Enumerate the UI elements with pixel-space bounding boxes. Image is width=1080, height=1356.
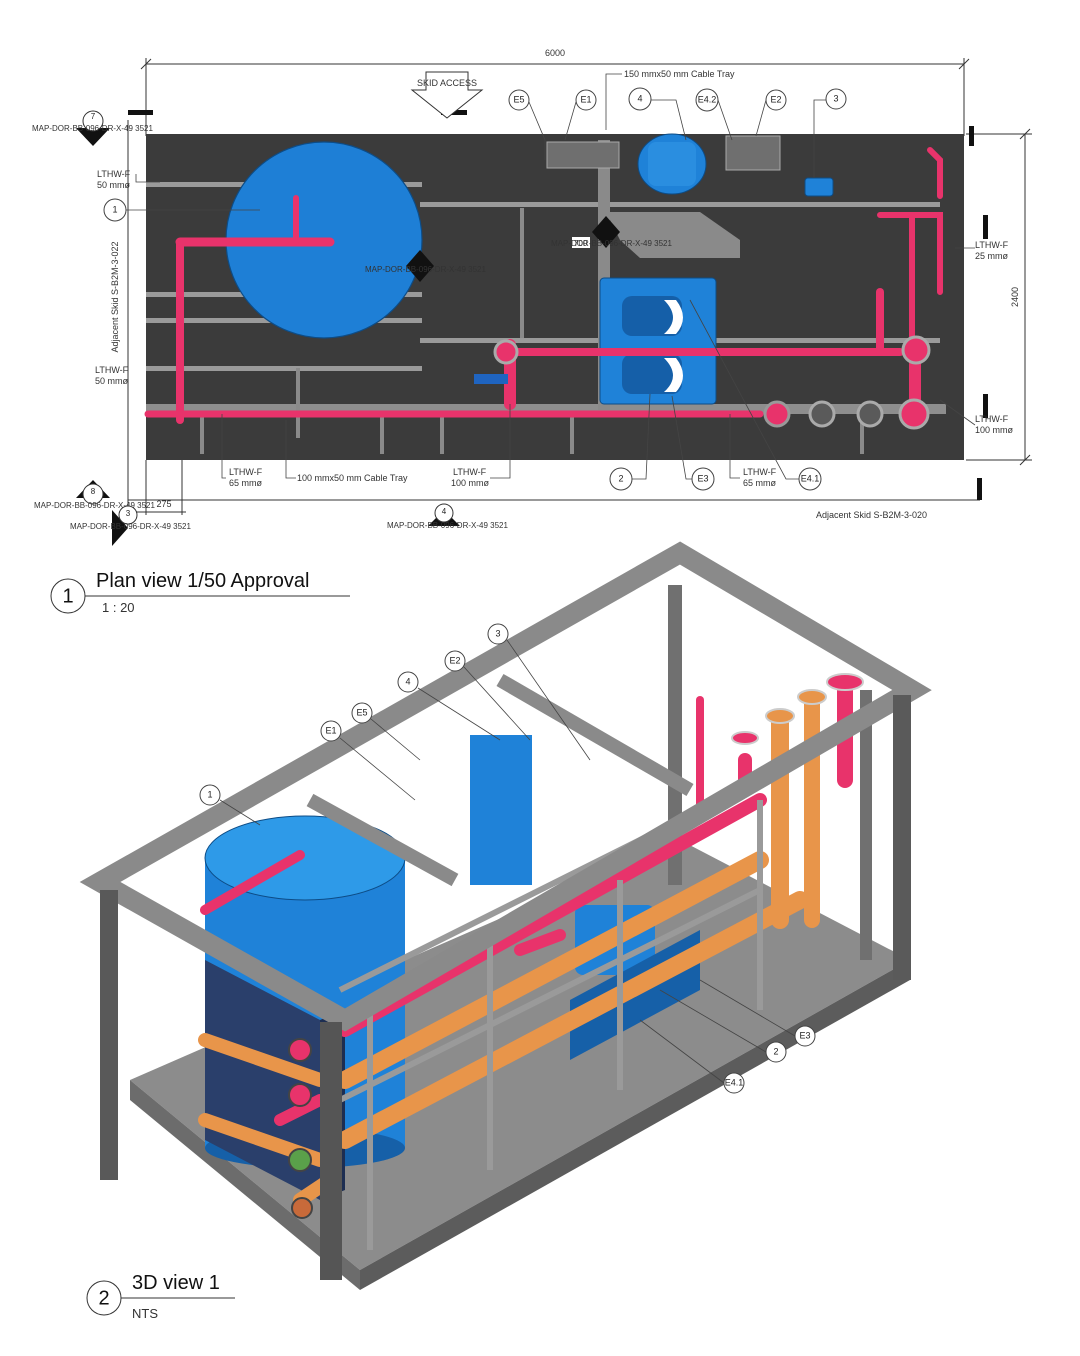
plan-tags: E5 E1 4 E4.2 E2 3 1 2 E3 E4.1 (103, 87, 847, 491)
tag-4: 4 (628, 87, 652, 111)
iso-tag-4: 4 (397, 671, 419, 693)
svg-text:E2: E2 (770, 94, 781, 104)
iso-tag-1: 1 (199, 784, 221, 806)
svg-text:2: 2 (618, 473, 623, 483)
svg-text:1: 1 (62, 585, 73, 607)
section-marker-4: 4 MAP-DOR-BB-096-DR-X-49 3521 (387, 503, 508, 530)
plan-view: 6000 2400 275 (32, 48, 1032, 546)
svg-text:3: 3 (833, 93, 838, 103)
section-marker-7: 7 MAP-DOR-BB-096-DR-X-49 3521 (32, 110, 153, 146)
svg-text:LTHW-F: LTHW-F (975, 414, 1009, 424)
svg-text:LTHW-F: LTHW-F (97, 169, 131, 179)
iso-tag-e3: E3 (794, 1025, 816, 1047)
svg-text:MAP-DOR-BB-096-DR-X-49 3521: MAP-DOR-BB-096-DR-X-49 3521 (32, 124, 153, 133)
lthw-pipework (144, 147, 943, 424)
tag-e4-2: E4.2 (695, 88, 719, 112)
svg-text:E4.1: E4.1 (801, 473, 820, 483)
adjacent-skid-bottom: Adjacent Skid S-B2M-3-020 (816, 510, 927, 520)
svg-text:MAP-DOR-BB-096-DR-X-49 3521: MAP-DOR-BB-096-DR-X-49 3521 (551, 239, 672, 248)
svg-text:100 mmø: 100 mmø (975, 425, 1014, 435)
iso-tag-3: 3 (487, 623, 509, 645)
tag-e2: E2 (765, 89, 787, 111)
svg-text:Plan view 1/50 Approval: Plan view 1/50 Approval (96, 570, 309, 592)
svg-text:LTHW-F: LTHW-F (743, 467, 777, 477)
svg-text:3: 3 (126, 509, 131, 518)
svg-text:1: 1 (112, 204, 117, 214)
svg-text:LTHW-F: LTHW-F (453, 467, 487, 477)
svg-text:1 : 20: 1 : 20 (102, 600, 135, 615)
svg-text:7: 7 (91, 112, 96, 121)
svg-text:E5: E5 (356, 707, 367, 717)
svg-text:MAP-DOR-BB-096-DR-X-49 3521: MAP-DOR-BB-096-DR-X-49 3521 (387, 521, 508, 530)
svg-text:E4.1: E4.1 (725, 1077, 744, 1087)
svg-text:65 mmø: 65 mmø (743, 478, 777, 488)
svg-text:25 mmø: 25 mmø (975, 251, 1009, 261)
svg-text:LTHW-F: LTHW-F (975, 240, 1009, 250)
tag-1: 1 (103, 198, 127, 222)
svg-text:65 mmø: 65 mmø (229, 478, 263, 488)
svg-text:700: 700 (574, 239, 588, 248)
svg-text:E1: E1 (580, 94, 591, 104)
svg-text:4: 4 (442, 507, 447, 516)
svg-text:E4.2: E4.2 (698, 94, 717, 104)
tag-e3: E3 (691, 467, 715, 491)
section-marker-mid: 700 MAP-DOR-BB-096-DR-X-49 3521 (551, 216, 672, 248)
tag-e1: E1 (575, 89, 597, 111)
dimension-small: 275 (156, 499, 171, 509)
section-marker-center: MAP-DOR-BB-096-DR-X-49 3521 (365, 250, 486, 282)
dimension-height: 2400 (1010, 287, 1020, 307)
skid-access-label: SKID ACCESS (417, 78, 477, 88)
iso-tags: 3 E2 4 E5 E1 1 E3 2 E4.1 (199, 623, 816, 1094)
svg-text:E2: E2 (449, 655, 460, 665)
svg-text:2: 2 (773, 1046, 778, 1056)
section-marker-3: 3 MAP-DOR-BB-096-DR-X-49 3521 (70, 505, 191, 546)
iso-tag-e1: E1 (320, 720, 342, 742)
iso-tag-2: 2 (765, 1041, 787, 1063)
svg-text:3: 3 (495, 628, 500, 638)
svg-text:LTHW-F: LTHW-F (95, 365, 129, 375)
tag-2: 2 (609, 467, 633, 491)
tag-e4-1: E4.1 (798, 467, 822, 491)
cable-tray-top-label: 150 mmx50 mm Cable Tray (624, 69, 735, 79)
pipe-labels: LTHW-F 50 mmø LTHW-F 50 mmø LTHW-F 25 mm… (95, 169, 1014, 488)
svg-text:2: 2 (98, 1287, 109, 1309)
iso-tag-e2: E2 (444, 650, 466, 672)
tag-e5: E5 (508, 89, 530, 111)
svg-text:MAP-DOR-BB-096-DR-X-49 3521: MAP-DOR-BB-096-DR-X-49 3521 (34, 501, 155, 510)
cable-tray-bottom-label: 100 mmx50 mm Cable Tray (297, 473, 408, 483)
svg-text:4: 4 (637, 93, 642, 103)
svg-text:50 mmø: 50 mmø (97, 180, 131, 190)
svg-text:E3: E3 (697, 473, 708, 483)
svg-text:1: 1 (207, 789, 212, 799)
svg-text:E5: E5 (513, 94, 524, 104)
svg-text:4: 4 (405, 676, 410, 686)
svg-text:50 mmø: 50 mmø (95, 376, 129, 386)
isometric-view: 3 E2 4 E5 E1 1 E3 2 E4.1 (79, 541, 932, 1290)
section-marker-8: 8 MAP-DOR-BB-096-DR-X-49 3521 (34, 480, 155, 510)
svg-text:3D view 1: 3D view 1 (132, 1272, 220, 1294)
iso-view-title: 2 3D view 1 NTS (86, 1272, 235, 1321)
tag-3: 3 (825, 88, 847, 110)
svg-text:LTHW-F: LTHW-F (229, 467, 263, 477)
svg-text:NTS: NTS (132, 1306, 158, 1321)
svg-text:100 mmø: 100 mmø (451, 478, 490, 488)
iso-tag-e5: E5 (351, 702, 373, 724)
dimension-width: 6000 (545, 48, 565, 58)
adjacent-skid-left: Adjacent Skid S-B2M-3-022 (110, 241, 120, 352)
plan-view-title: 1 Plan view 1/50 Approval 1 : 20 (50, 570, 350, 615)
svg-text:MAP-DOR-BB-096-DR-X-49 3521: MAP-DOR-BB-096-DR-X-49 3521 (365, 265, 486, 274)
iso-tag-e4-1: E4.1 (723, 1072, 745, 1094)
svg-text:E3: E3 (799, 1030, 810, 1040)
svg-text:8: 8 (91, 487, 96, 496)
svg-text:MAP-DOR-BB-096-DR-X-49 3521: MAP-DOR-BB-096-DR-X-49 3521 (70, 522, 191, 531)
svg-text:E1: E1 (325, 725, 336, 735)
